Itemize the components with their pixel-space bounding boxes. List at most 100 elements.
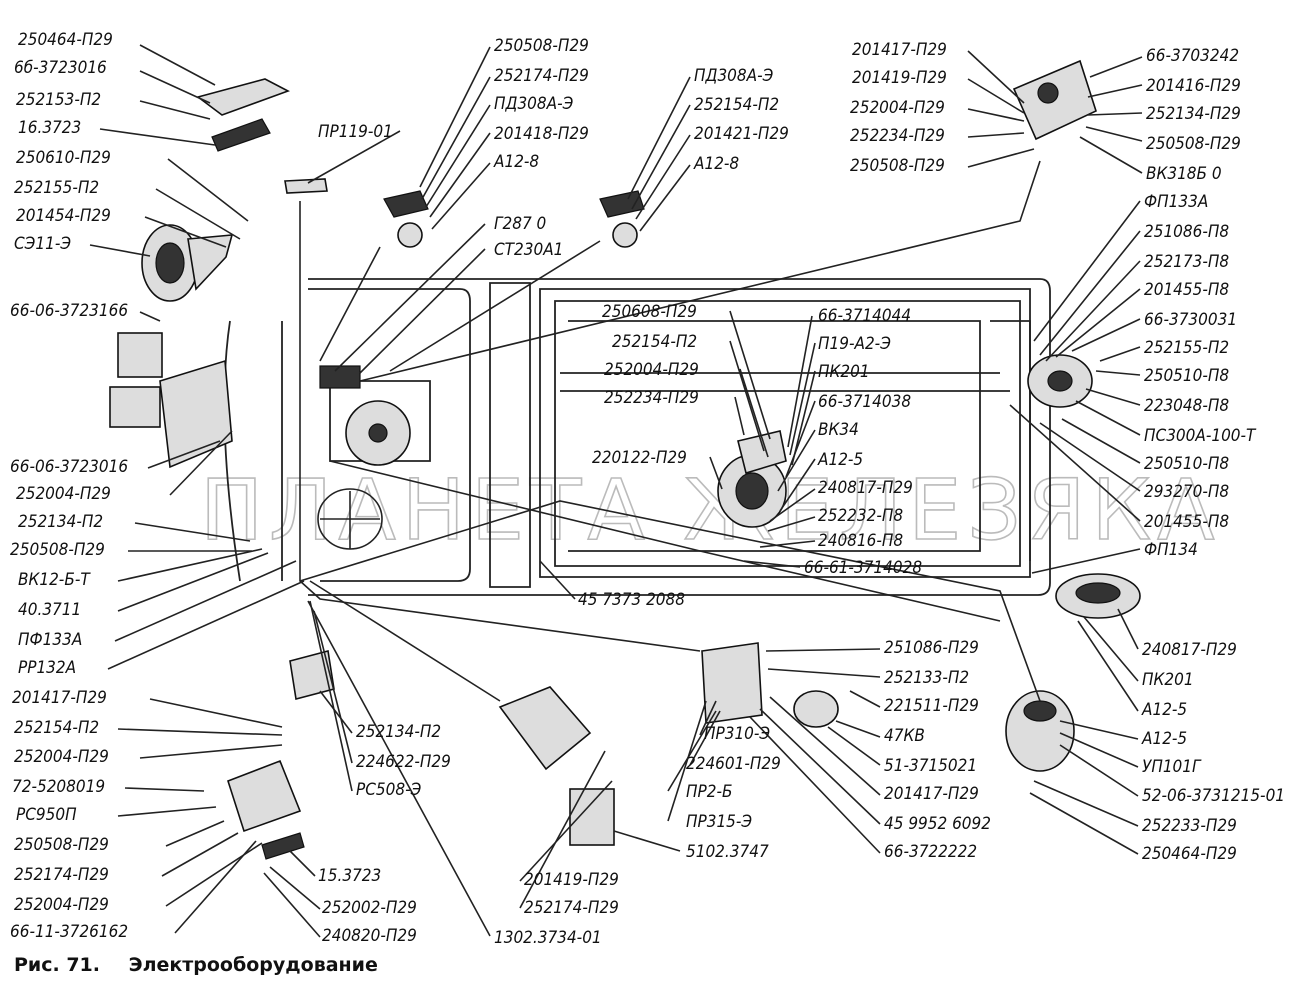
part-label: 240817-П29 bbox=[818, 478, 913, 498]
part-label: 6б-3723016 bbox=[14, 58, 107, 78]
figure-title: Электрооборудование bbox=[128, 954, 378, 976]
part-label: ПС300А-100-Т bbox=[1144, 426, 1257, 446]
part-label: 201417-П29 bbox=[852, 40, 947, 60]
part-label: 252155-П2 bbox=[14, 178, 99, 198]
part-label: 201421-П29 bbox=[694, 124, 789, 144]
part-label: 252004-П29 bbox=[14, 747, 109, 767]
part-label: А12-5 bbox=[1141, 729, 1187, 749]
part-label: УП101Г bbox=[1142, 757, 1202, 777]
washer-pump bbox=[1005, 690, 1075, 772]
part-label: 201418-П29 bbox=[494, 124, 589, 144]
part-label: 252004-П29 bbox=[604, 360, 699, 380]
part-label: 66-3714044 bbox=[818, 306, 911, 326]
voltage-regulator bbox=[289, 650, 335, 700]
part-labels: 250464-П29 6б-3723016 252153-П2 16.3723 … bbox=[10, 30, 1285, 948]
part-label: ПР119-01 bbox=[318, 122, 393, 142]
part-label: 201417-П29 bbox=[884, 784, 979, 804]
part-label: 252173-П8 bbox=[1144, 252, 1229, 272]
part-label: 201455-П8 bbox=[1144, 512, 1229, 532]
part-label: 40.3711 bbox=[18, 600, 81, 620]
part-label: 252134-П2 bbox=[356, 722, 441, 742]
part-label: 51-3715021 bbox=[884, 756, 977, 776]
part-label: 201416-П29 bbox=[1146, 76, 1241, 96]
part-label: 252174-П29 bbox=[494, 66, 589, 86]
part-label: ВК12-Б-Т bbox=[18, 570, 91, 590]
part-label: 252154-П2 bbox=[694, 95, 779, 115]
part-label: 47КВ bbox=[884, 726, 925, 746]
switch-relay bbox=[793, 690, 839, 728]
steering-wheel bbox=[317, 488, 383, 550]
part-label: 251086-П8 bbox=[1144, 222, 1229, 242]
part-label: 66-3703242 bbox=[1146, 46, 1239, 66]
part-label: ПР315-Э bbox=[686, 812, 752, 832]
part-label: А12-8 bbox=[493, 152, 539, 172]
part-label: 250508-П29 bbox=[850, 156, 945, 176]
part-label: СЭ11-Э bbox=[14, 234, 71, 254]
part-label: 252232-П8 bbox=[818, 506, 903, 526]
part-label: 252153-П2 bbox=[16, 90, 101, 110]
ignition-coil bbox=[569, 788, 615, 846]
part-label: 252154-П2 bbox=[612, 332, 697, 352]
part-label: 201419-П29 bbox=[852, 68, 947, 88]
figure-number: Рис. 71. bbox=[14, 954, 100, 976]
part-label: 201455-П8 bbox=[1144, 280, 1229, 300]
wiring-harness bbox=[299, 160, 1041, 702]
watermark: ПЛАНЕТА ЖЕЛЕЗЯКА bbox=[200, 461, 1221, 559]
part-label: 252133-П2 bbox=[884, 668, 969, 688]
part-label: 252174-П29 bbox=[14, 865, 109, 885]
part-label: ПК201 bbox=[818, 362, 870, 382]
part-label: ВК34 bbox=[818, 420, 859, 440]
part-label: 252004-П29 bbox=[14, 895, 109, 915]
part-label: 52-06-3731215-01 bbox=[1142, 786, 1285, 806]
part-label: 252234-П29 bbox=[850, 126, 945, 146]
part-label: П19-А2-Э bbox=[818, 334, 891, 354]
part-label: 45 9952 6092 bbox=[884, 814, 991, 834]
part-label: 240816-П8 bbox=[818, 531, 903, 551]
part-label: 250510-П8 bbox=[1144, 366, 1229, 386]
fuel-tank-sensor bbox=[1055, 573, 1141, 619]
part-label: ПД308А-Э bbox=[694, 66, 774, 86]
part-label: 66-11-3726162 bbox=[10, 922, 128, 942]
part-label: 66-61-3714028 bbox=[804, 558, 922, 578]
part-label: ПФ133А bbox=[18, 630, 82, 650]
part-label: 201417-П29 bbox=[12, 688, 107, 708]
leader-lines bbox=[89, 44, 1143, 938]
part-label: 252155-П2 bbox=[1144, 338, 1229, 358]
part-label: ПД308А-Э bbox=[494, 94, 574, 114]
part-label: 250508-П29 bbox=[10, 540, 105, 560]
part-label: 252004-П29 bbox=[16, 484, 111, 504]
part-label: 252002-П29 bbox=[322, 898, 417, 918]
taillight-assembly bbox=[227, 759, 305, 860]
part-label: 252004-П29 bbox=[850, 98, 945, 118]
part-label: 252134-П29 bbox=[1146, 104, 1241, 124]
fuse-block bbox=[701, 642, 763, 724]
part-label: 250464-П29 bbox=[1142, 844, 1237, 864]
lamp-ПР119 bbox=[284, 178, 328, 194]
part-label: А12-8 bbox=[693, 154, 739, 174]
heater-fan-motor bbox=[1027, 354, 1093, 408]
part-label: 16.3723 bbox=[18, 118, 81, 138]
fuel-gauge-sensor bbox=[1012, 59, 1097, 141]
part-label: 250464-П29 bbox=[18, 30, 113, 50]
part-label: 223048-П8 bbox=[1144, 396, 1229, 416]
horn bbox=[141, 224, 234, 302]
part-label: 250508-П29 bbox=[494, 36, 589, 56]
part-label: РР132А bbox=[18, 658, 76, 678]
part-label: ФП133А bbox=[1144, 192, 1208, 212]
part-label: 66-06-3723166 bbox=[10, 301, 128, 321]
part-label: А12-5 bbox=[1141, 700, 1187, 720]
part-label: 224622-П29 bbox=[356, 752, 451, 772]
part-label: 72-5208019 bbox=[12, 777, 105, 797]
part-label: 250608-П29 bbox=[602, 302, 697, 322]
part-label: 1302.3734-01 bbox=[494, 928, 602, 948]
control-unit bbox=[498, 686, 592, 771]
part-label: РС950П bbox=[16, 805, 77, 825]
part-label: 250508-П29 bbox=[14, 835, 109, 855]
part-label: Г287 0 bbox=[494, 214, 546, 234]
part-label: 224601-П29 bbox=[686, 754, 781, 774]
part-label: 250510-П8 bbox=[1144, 454, 1229, 474]
part-label: 15.3723 bbox=[318, 866, 381, 886]
part-label: 221511-П29 bbox=[884, 696, 979, 716]
part-label: 252233-П29 bbox=[1142, 816, 1237, 836]
